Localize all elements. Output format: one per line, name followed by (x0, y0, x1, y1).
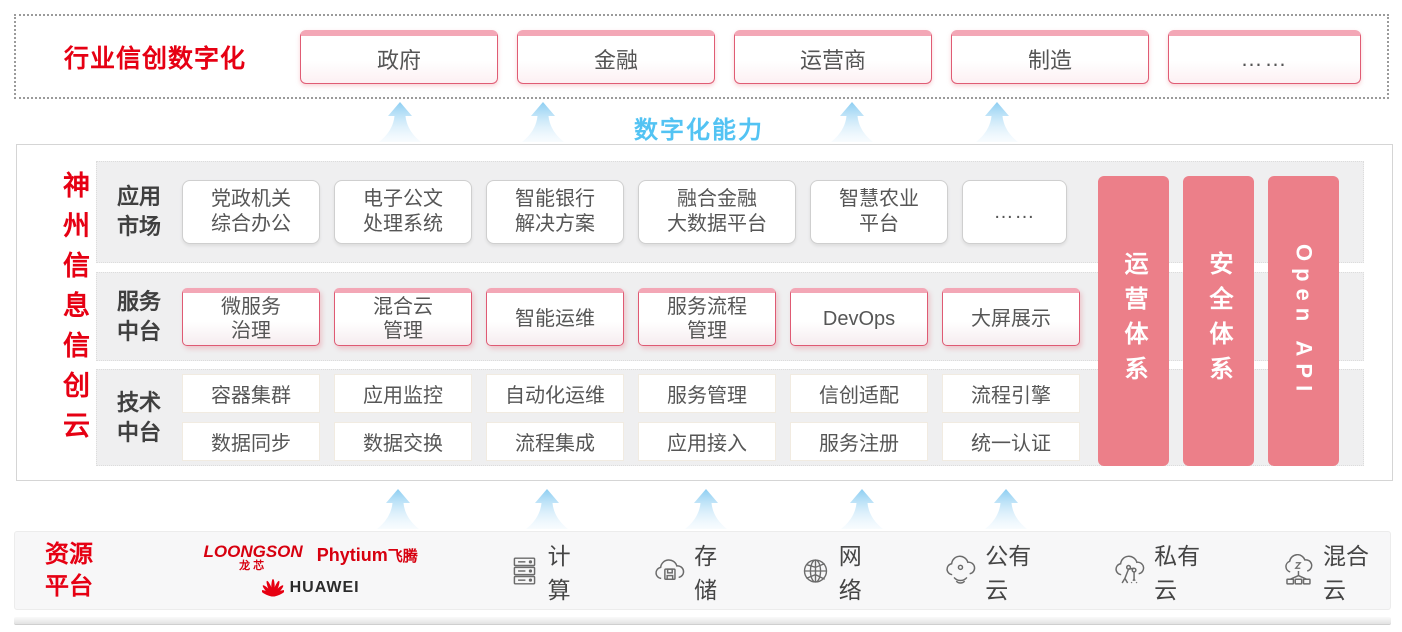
industry-tag-manufacturing: 制造 (951, 29, 1149, 84)
bottom-divider-bar (14, 617, 1391, 625)
tech-platform-label: 技术 中台 (117, 389, 162, 445)
service-box: 微服务 治理 (182, 287, 320, 346)
phytium-logo: Phytium飞腾 (316, 544, 418, 565)
tech-box: 数据同步 (182, 422, 320, 461)
service-platform-label: 服务 中台 (117, 288, 162, 344)
resource-item-private-cloud: 私有云 (1112, 537, 1221, 605)
service-box: DevOps (790, 287, 928, 346)
tech-box: 应用接入 (638, 422, 776, 461)
service-platform-row: 服务 中台 微服务 治理 混合云 管理 智能运维 服务流程 管理 DevOps … (96, 272, 1364, 361)
app-market-box: 电子公文 处理系统 (334, 180, 472, 244)
resource-item-storage: 存储 (652, 537, 739, 605)
resource-items: 计算 存储 网络 (508, 537, 1390, 605)
resource-item-public-cloud: 公有云 (943, 537, 1052, 605)
tech-box: 流程集成 (486, 422, 624, 461)
up-arrow-icon (526, 489, 568, 529)
capability-arrow-band: 数字化能力 (0, 99, 1402, 144)
app-market-boxes: 党政机关 综合办公 电子公文 处理系统 智能银行 解决方案 融合金融 大数据平台… (182, 180, 1067, 244)
private-cloud-icon (1115, 555, 1145, 583)
resource-item-hybrid-cloud: 混合云 (1281, 537, 1390, 605)
capability-label: 数字化能力 (634, 117, 764, 144)
compute-server-icon (513, 556, 535, 585)
industry-tag-more: …… (1168, 29, 1361, 84)
tech-box: 数据交换 (334, 422, 472, 461)
resource-platform-panel: 资源 平台 LOONGSON 龙芯 Phytium飞腾 (14, 531, 1391, 610)
industry-tag-finance: 金融 (517, 29, 715, 84)
up-arrow-icon (379, 102, 421, 142)
app-market-label: 应用 市场 (117, 184, 162, 239)
industry-tag-government: 政府 (300, 29, 498, 84)
hybrid-cloud-icon (1285, 553, 1313, 585)
loongson-logo: LOONGSON 龙芯 (203, 541, 303, 572)
service-box: 服务流程 管理 (638, 287, 776, 346)
tech-box: 服务注册 (790, 422, 928, 461)
industry-banner: 行业信创数字化 政府 金融 运营商 制造 …… (14, 14, 1389, 99)
tech-box: 自动化运维 (486, 374, 624, 413)
huawei-flower-icon (261, 579, 284, 597)
app-market-row: 应用 市场 党政机关 综合办公 电子公文 处理系统 智能银行 解决方案 融合金融… (96, 161, 1364, 263)
up-arrow-icon (685, 489, 727, 529)
service-platform-boxes: 微服务 治理 混合云 管理 智能运维 服务流程 管理 DevOps 大屏展示 (182, 287, 1080, 346)
up-arrow-icon (522, 102, 564, 142)
network-globe-icon (803, 558, 827, 583)
app-market-box: 智能银行 解决方案 (486, 180, 624, 244)
app-market-box: 融合金融 大数据平台 (638, 180, 796, 244)
up-arrow-icon (377, 489, 419, 529)
app-market-box: 党政机关 综合办公 (182, 180, 320, 244)
service-box: 智能运维 (486, 287, 624, 346)
up-arrow-icon (985, 489, 1027, 529)
tech-box: 流程引擎 (942, 374, 1080, 413)
side-bar-security: 安全体系 (1183, 176, 1254, 466)
industry-tags: 政府 金融 运营商 制造 …… (300, 29, 1361, 84)
tech-box: 信创适配 (790, 374, 928, 413)
side-bar-operations: 运营体系 (1098, 176, 1169, 466)
side-bar-open-api: Open API (1268, 176, 1339, 466)
vendor-logos: LOONGSON 龙芯 Phytium飞腾 (202, 543, 420, 598)
tech-box: 容器集群 (182, 374, 320, 413)
industry-tag-telecom: 运营商 (734, 29, 932, 84)
resource-item-network: 网络 (799, 537, 884, 605)
up-arrow-icon (831, 102, 873, 142)
tech-platform-boxes: 容器集群 应用监控 自动化运维 服务管理 信创适配 流程引擎 数据同步 数据交换… (182, 374, 1080, 461)
xinchuang-cloud-panel: 神州信息信创云 应用 市场 党政机关 综合办公 电子公文 处理系统 智能银行 解… (16, 144, 1393, 481)
service-box: 混合云 管理 (334, 287, 472, 346)
tech-platform-row: 技术 中台 容器集群 应用监控 自动化运维 服务管理 信创适配 流程引擎 数据同… (96, 369, 1364, 466)
industry-banner-title: 行业信创数字化 (64, 44, 247, 73)
tech-box: 应用监控 (334, 374, 472, 413)
app-market-box-more: …… (962, 180, 1067, 244)
up-arrow-icon (976, 102, 1018, 142)
tech-box: 统一认证 (942, 422, 1080, 461)
storage-cloud-icon (655, 558, 685, 580)
app-market-box: 智慧农业 平台 (810, 180, 948, 244)
resource-arrow-band (0, 487, 1402, 531)
huawei-logo: HUAWEI (261, 578, 360, 598)
up-arrow-icon (841, 489, 883, 529)
cloud-panel-title: 神州信息信创云 (59, 171, 89, 451)
tech-box: 服务管理 (638, 374, 776, 413)
service-box: 大屏展示 (942, 287, 1080, 346)
resource-platform-label: 资源 平台 (45, 541, 93, 600)
public-cloud-icon (946, 555, 976, 584)
resource-item-compute: 计算 (508, 537, 593, 605)
